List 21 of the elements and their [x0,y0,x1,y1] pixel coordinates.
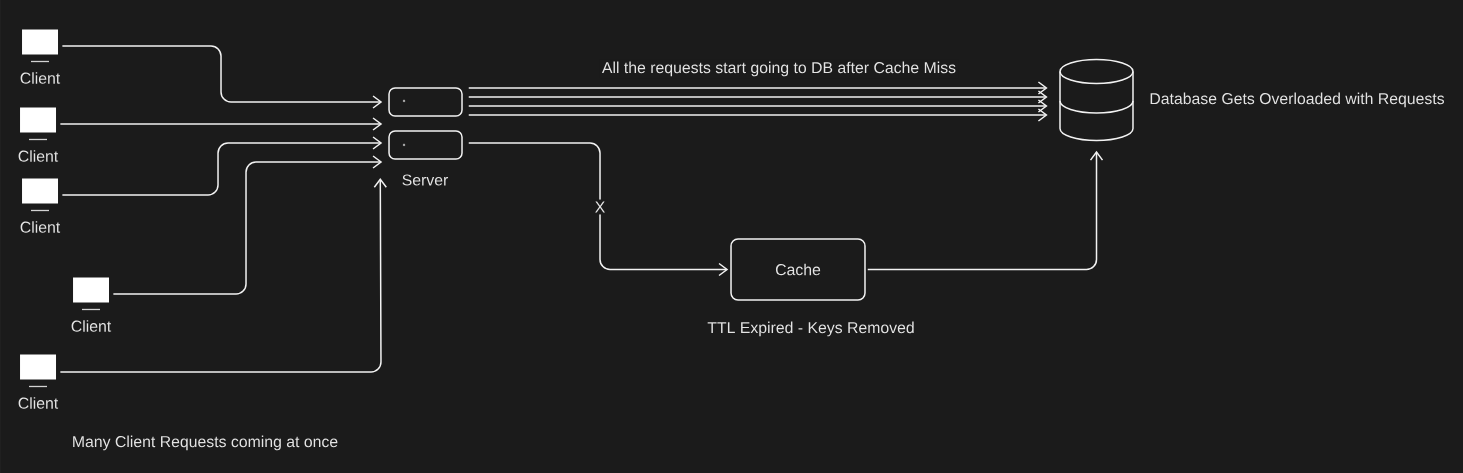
arrow [59,117,383,131]
arrow [59,178,388,373]
arrow [468,81,1048,95]
arrow [867,150,1104,271]
node-label: Client [71,320,112,332]
node-label: Client [18,397,59,409]
arrow [468,99,1048,113]
process-box: Cache [730,238,866,301]
arrow [61,45,383,109]
node-label: Client [20,221,61,233]
node-caption: Database Gets Overloaded with Requests [1150,92,1445,108]
arrow [468,90,1048,104]
arrow [468,108,1048,122]
node-label: Client [18,150,59,162]
node-caption: TTL Expired - Keys Removed [707,321,914,337]
note-text: Many Client Requests coming at once [73,435,338,451]
arrow [468,142,729,277]
arrow [112,155,383,295]
arrow [61,136,383,196]
node-label: Client [20,72,61,84]
node-caption: Server [402,174,449,186]
